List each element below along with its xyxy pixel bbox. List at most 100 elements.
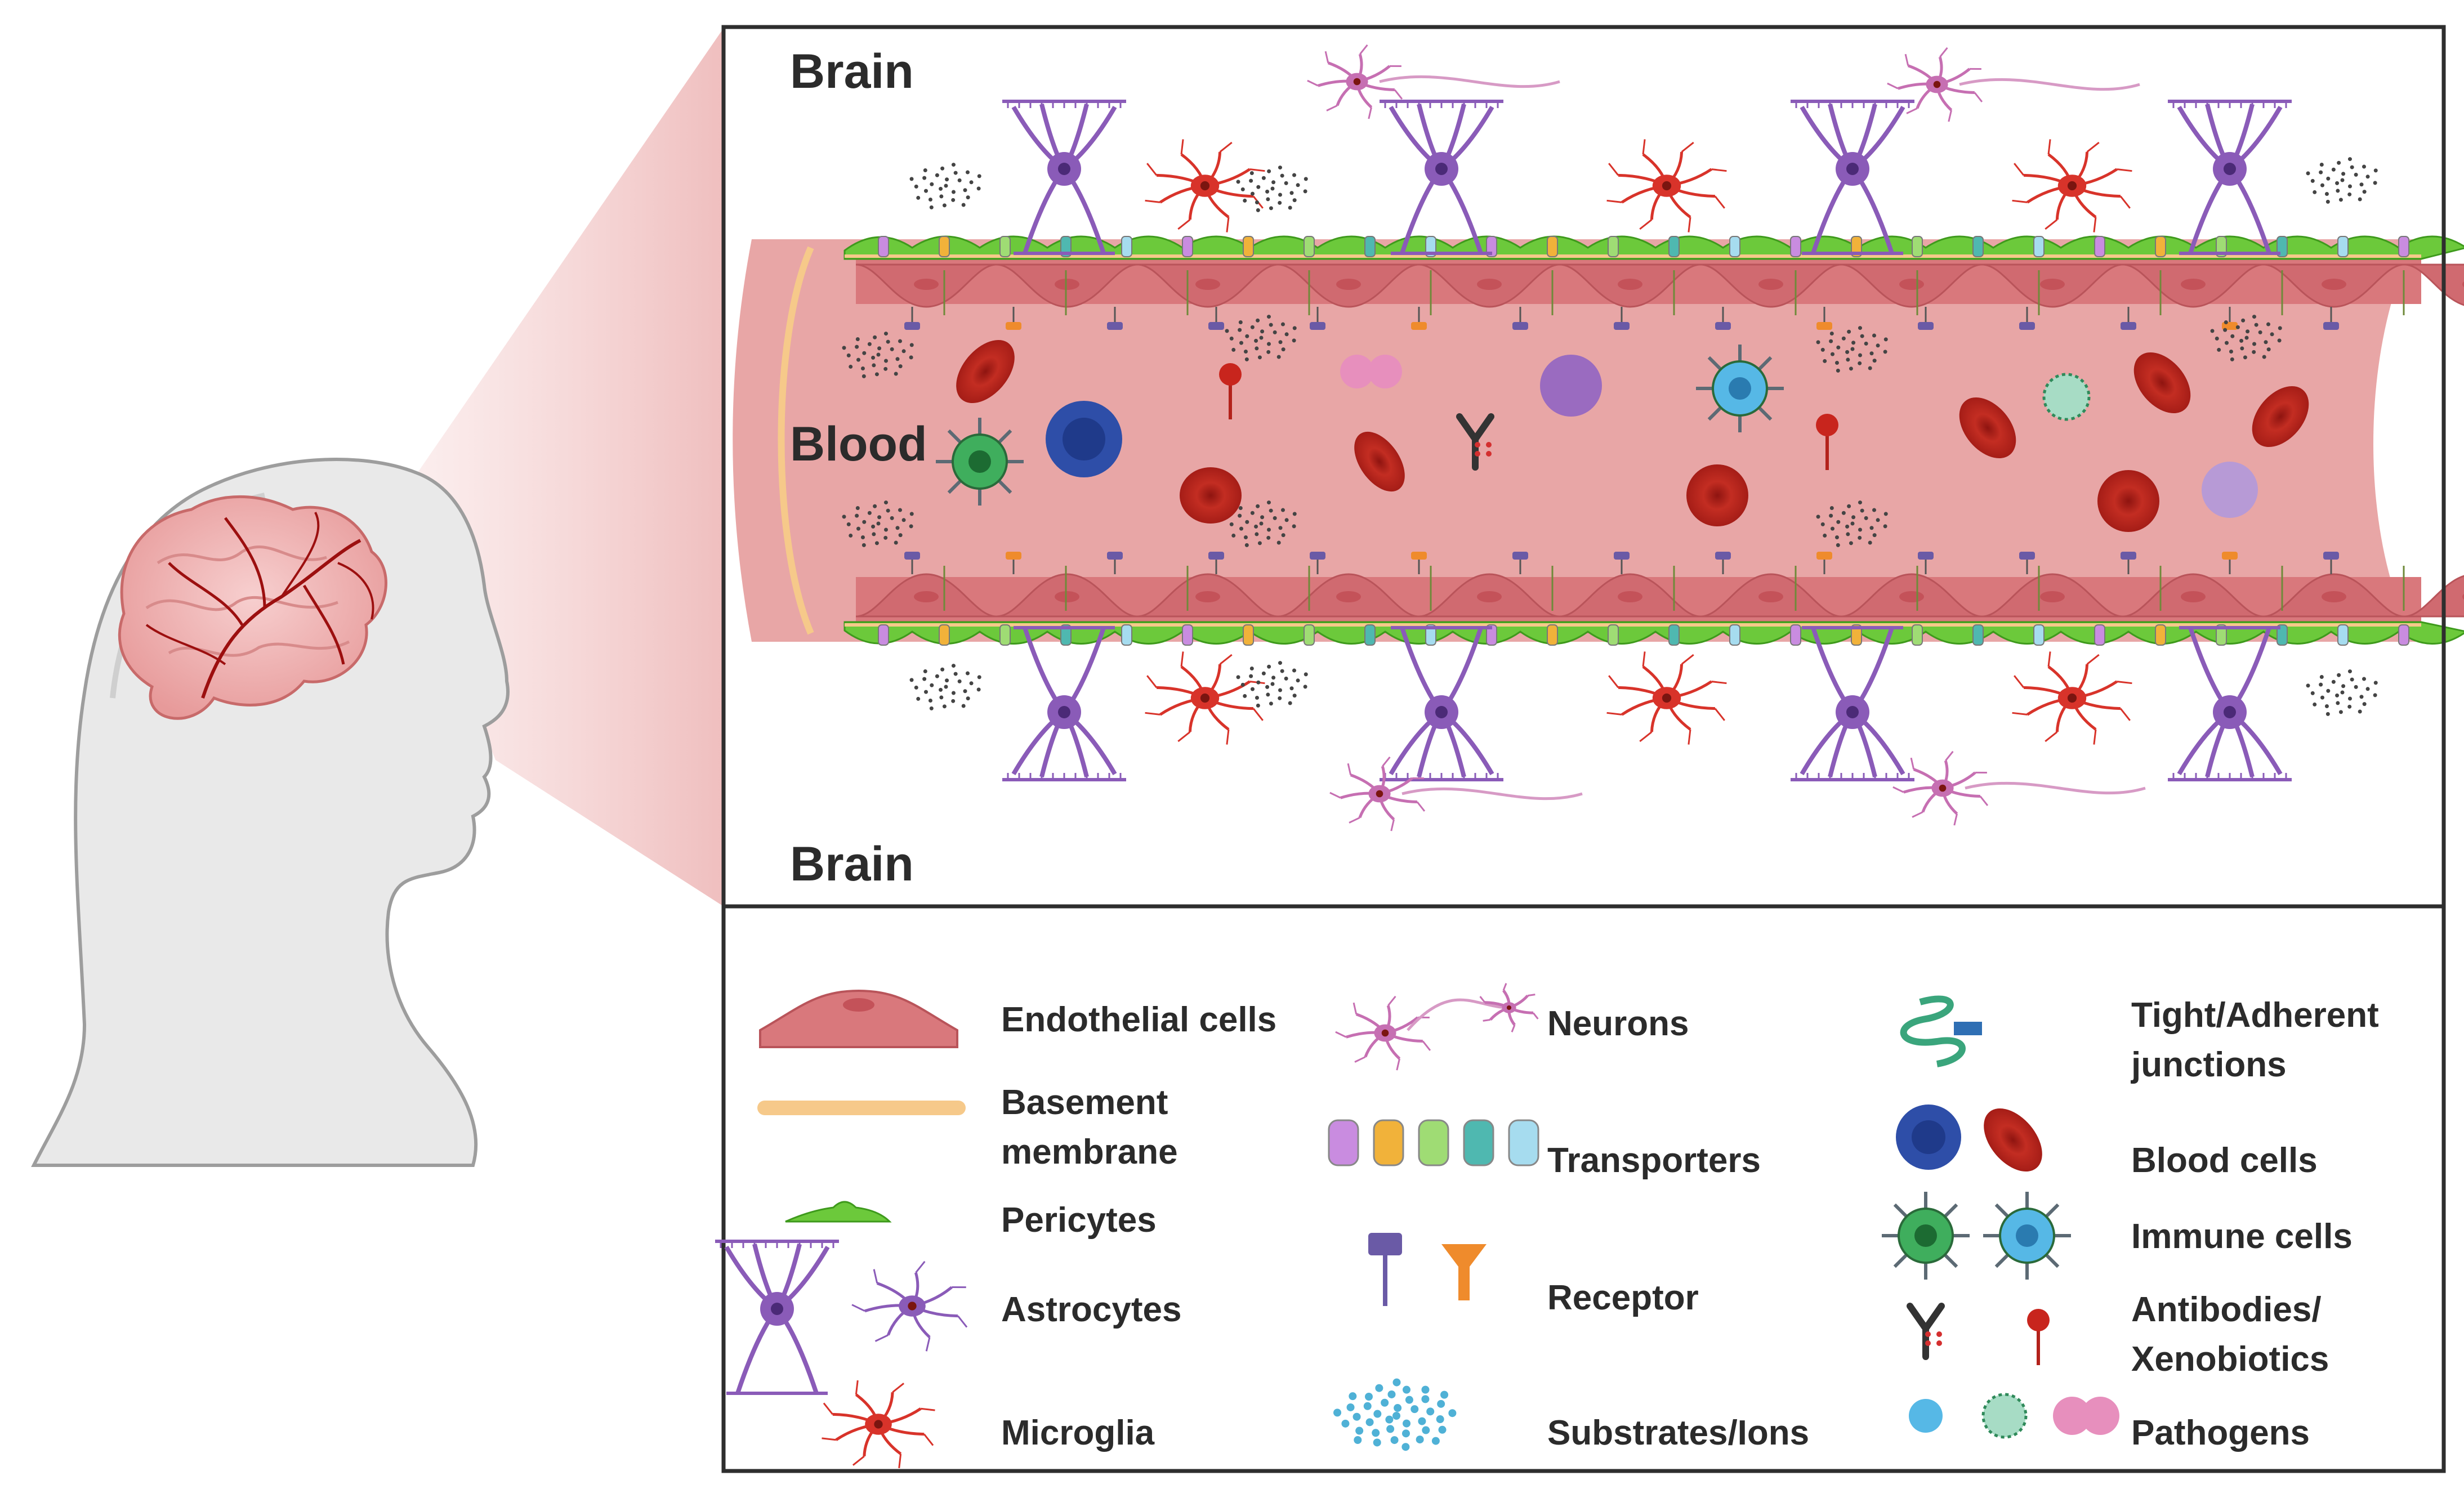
substrate-dot [951,198,955,202]
transporter [1608,625,1618,645]
substrate-dot [2362,677,2366,681]
substrates-ions-icon [1392,1379,1400,1387]
substrate-dot [862,374,866,378]
transporter [1122,625,1132,645]
receptor-icon [1368,1233,1402,1255]
substrate-dot [1293,198,1297,202]
substrate-dot [2215,337,2219,341]
substrates-ions-icon [1386,1425,1394,1433]
label-brain-top: Brain [790,44,914,100]
substrates-ions-icon [1421,1386,1429,1394]
substrate-dot [1230,337,1234,341]
substrate-dot [2239,339,2243,343]
substrate-dot [1260,336,1264,340]
transporter [1547,625,1557,645]
substrate-dot [2320,675,2324,679]
substrate-dot [909,355,913,359]
substrate-dot [923,168,927,172]
endothelial-nucleus [1195,591,1220,602]
substrate-dot [862,351,866,355]
substrate-dot [868,342,872,346]
substrate-dot [1288,206,1292,210]
transporter [1000,625,1010,645]
substrate-dot [2373,693,2377,697]
macrophage [1540,355,1602,417]
microglia-nucleus [2068,694,2077,703]
substrate-dot [1279,340,1283,344]
substrates-ions-icon [1432,1437,1440,1445]
substrate-dot [1851,341,1855,345]
substrate-dot [877,346,881,350]
substrate-dot [1870,526,1874,530]
substrate-dot [1267,500,1271,504]
substrate-dot [1830,506,1834,510]
substrate-dot [1255,200,1259,204]
substrate-dot [930,683,934,687]
substrate-dot [877,353,881,357]
substrate-dot [1262,176,1266,180]
substrate-dot [1836,543,1840,547]
substrate-dot [1265,685,1269,689]
substrate-dot [862,543,866,547]
substrate-dot [898,339,902,343]
substrate-dot [2252,350,2256,354]
substrate-dot [1851,522,1855,526]
endothelial-nucleus [1336,279,1361,290]
substrate-dot [1836,369,1840,373]
antibody-dot [1925,1340,1931,1346]
legend-label-blood-cells: Blood cells [2131,1136,2318,1186]
substrate-dot [875,372,879,376]
astrocyte-nucleus [2224,706,2236,718]
substrate-dot [1304,672,1308,676]
neuron-terminal-icon-branch [1483,1019,1490,1021]
macrophage [2202,462,2258,518]
transporter [2095,625,2105,645]
substrate-dot [962,203,966,207]
substrate-dot [1280,669,1284,673]
xenobiotic-head [1219,363,1242,386]
microglia-icon-nucleus [874,1420,882,1428]
substrate-dot [1849,541,1853,545]
substrate-dot [1823,359,1827,363]
substrate-dot [2348,157,2352,161]
substrate-dot [2311,691,2315,695]
substrate-dot [1816,340,1820,344]
substrate-dot [2341,691,2345,695]
substrate-dot [1267,527,1271,531]
red-blood-cell [1686,464,1748,526]
substrate-dot [1250,171,1254,175]
receptor-head [2121,322,2136,330]
substrate-dot [2278,338,2282,342]
legend-label-neurons: Neurons [1547,999,1689,1049]
receptor-head [1918,552,1934,560]
transporter [1365,236,1375,257]
neuron-icon-nucleus [1382,1030,1389,1037]
substrate-dot [1304,177,1308,181]
substrate-dot [1254,525,1258,529]
substrates-ions-icon [1422,1427,1430,1434]
substrate-dot [855,514,859,518]
substrate-dot [1250,667,1254,670]
substrate-dot [1271,187,1275,191]
substrate-dot [914,686,918,690]
transporter [1608,236,1618,257]
neuron-terminal-icon-nucleus [1507,1005,1511,1010]
substrate-dot [2230,334,2234,338]
substrate-dot [1278,166,1282,169]
tight-junction-bar-icon [1954,1022,1982,1035]
substrate-dot [1296,678,1300,682]
substrate-dot [1292,524,1296,528]
substrates-ions-icon [1403,1420,1410,1428]
substrate-dot [842,346,846,350]
legend-label-immune: Immune cells [2131,1212,2353,1262]
substrate-dot [945,177,949,181]
substrate-dot [916,196,920,200]
substrate-dot [2326,177,2330,181]
substrate-dot [2252,315,2256,319]
substrate-dot [898,508,902,512]
substrate-dot [977,687,981,691]
substrates-ions-icon [1391,1436,1399,1444]
substrate-dot [1868,541,1872,545]
microglia-nucleus [1200,694,1209,703]
substrate-dot [1842,337,1846,341]
